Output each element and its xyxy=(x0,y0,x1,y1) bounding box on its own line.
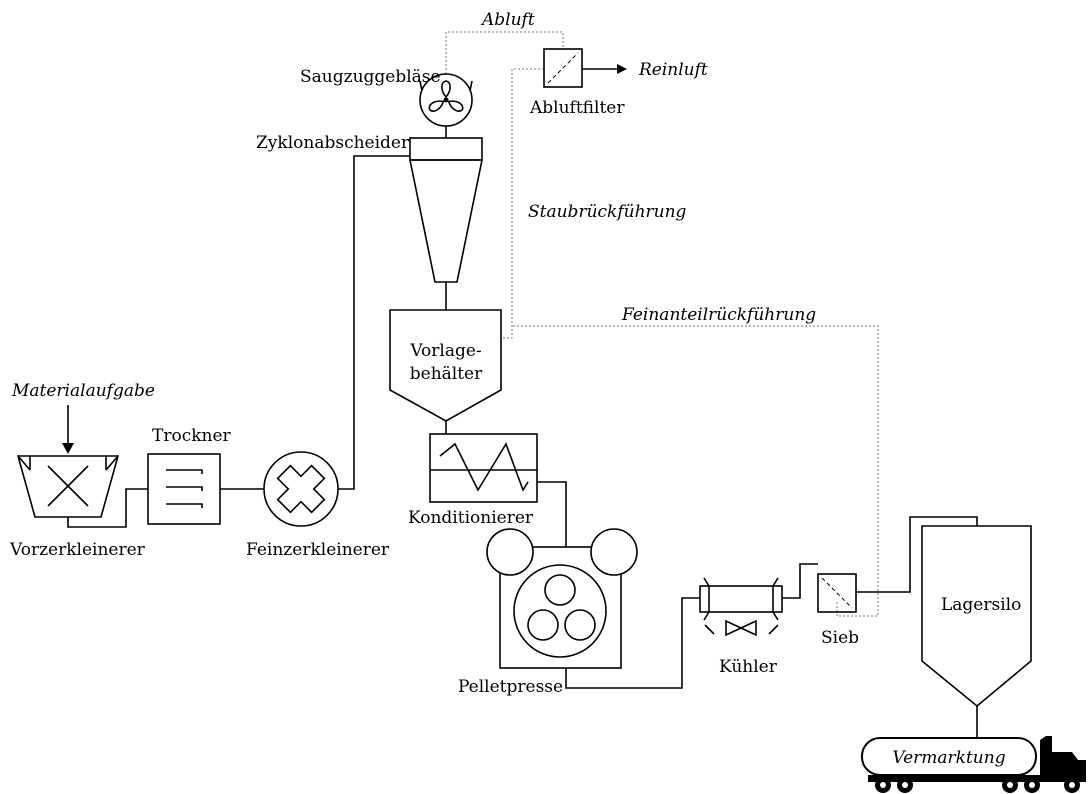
sieve-symbol xyxy=(817,573,857,613)
label-lagersilo: Lagersilo xyxy=(941,595,1021,615)
feed-arrow xyxy=(62,405,74,454)
label-vorlage-line2: behälter xyxy=(410,364,483,384)
label-pelletpresse: Pelletpresse xyxy=(458,677,563,697)
pre-shredder-symbol xyxy=(16,455,120,518)
pellet-press-symbol xyxy=(486,528,638,669)
label-vorzerkleinerer: Vorzerkleinerer xyxy=(9,540,146,560)
label-sieb: Sieb xyxy=(821,628,859,648)
label-zyklonabscheider: Zyklonabscheider xyxy=(256,133,410,153)
material-flow-lines xyxy=(67,126,978,738)
storage-silo-symbol xyxy=(921,525,1032,708)
exhaust-filter-symbol xyxy=(543,48,627,88)
label-vermarktung: Vermarktung xyxy=(892,748,1005,768)
label-saugzuggeblaese: Saugzuggebläse xyxy=(300,67,441,87)
cyclone-separator-symbol xyxy=(409,137,483,283)
label-feinzerkleinerer: Feinzerkleinerer xyxy=(246,540,390,560)
label-kuehler: Kühler xyxy=(719,657,778,677)
label-abluftfilter: Abluftfilter xyxy=(529,98,625,118)
label-trockner: Trockner xyxy=(152,426,232,446)
truck-icon xyxy=(861,736,1086,793)
fan-symbol xyxy=(419,73,473,127)
fine-grinder-symbol xyxy=(263,451,339,527)
dryer-symbol xyxy=(147,453,221,525)
label-konditionierer: Konditionierer xyxy=(408,508,534,528)
label-abluft: Abluft xyxy=(480,10,535,30)
label-vorlage-line1: Vorlage- xyxy=(409,341,481,361)
storage-hopper-symbol xyxy=(389,309,502,422)
cooler-symbol xyxy=(699,577,783,637)
label-materialaufgabe: Materialaufgabe xyxy=(11,381,155,401)
label-feinanteilrueckfuehrung: Feinanteilrückführung xyxy=(621,305,816,325)
label-reinluft: Reinluft xyxy=(638,60,708,80)
label-staubrueckfuehrung: Staubrückführung xyxy=(528,202,687,222)
conditioner-symbol xyxy=(429,433,538,503)
